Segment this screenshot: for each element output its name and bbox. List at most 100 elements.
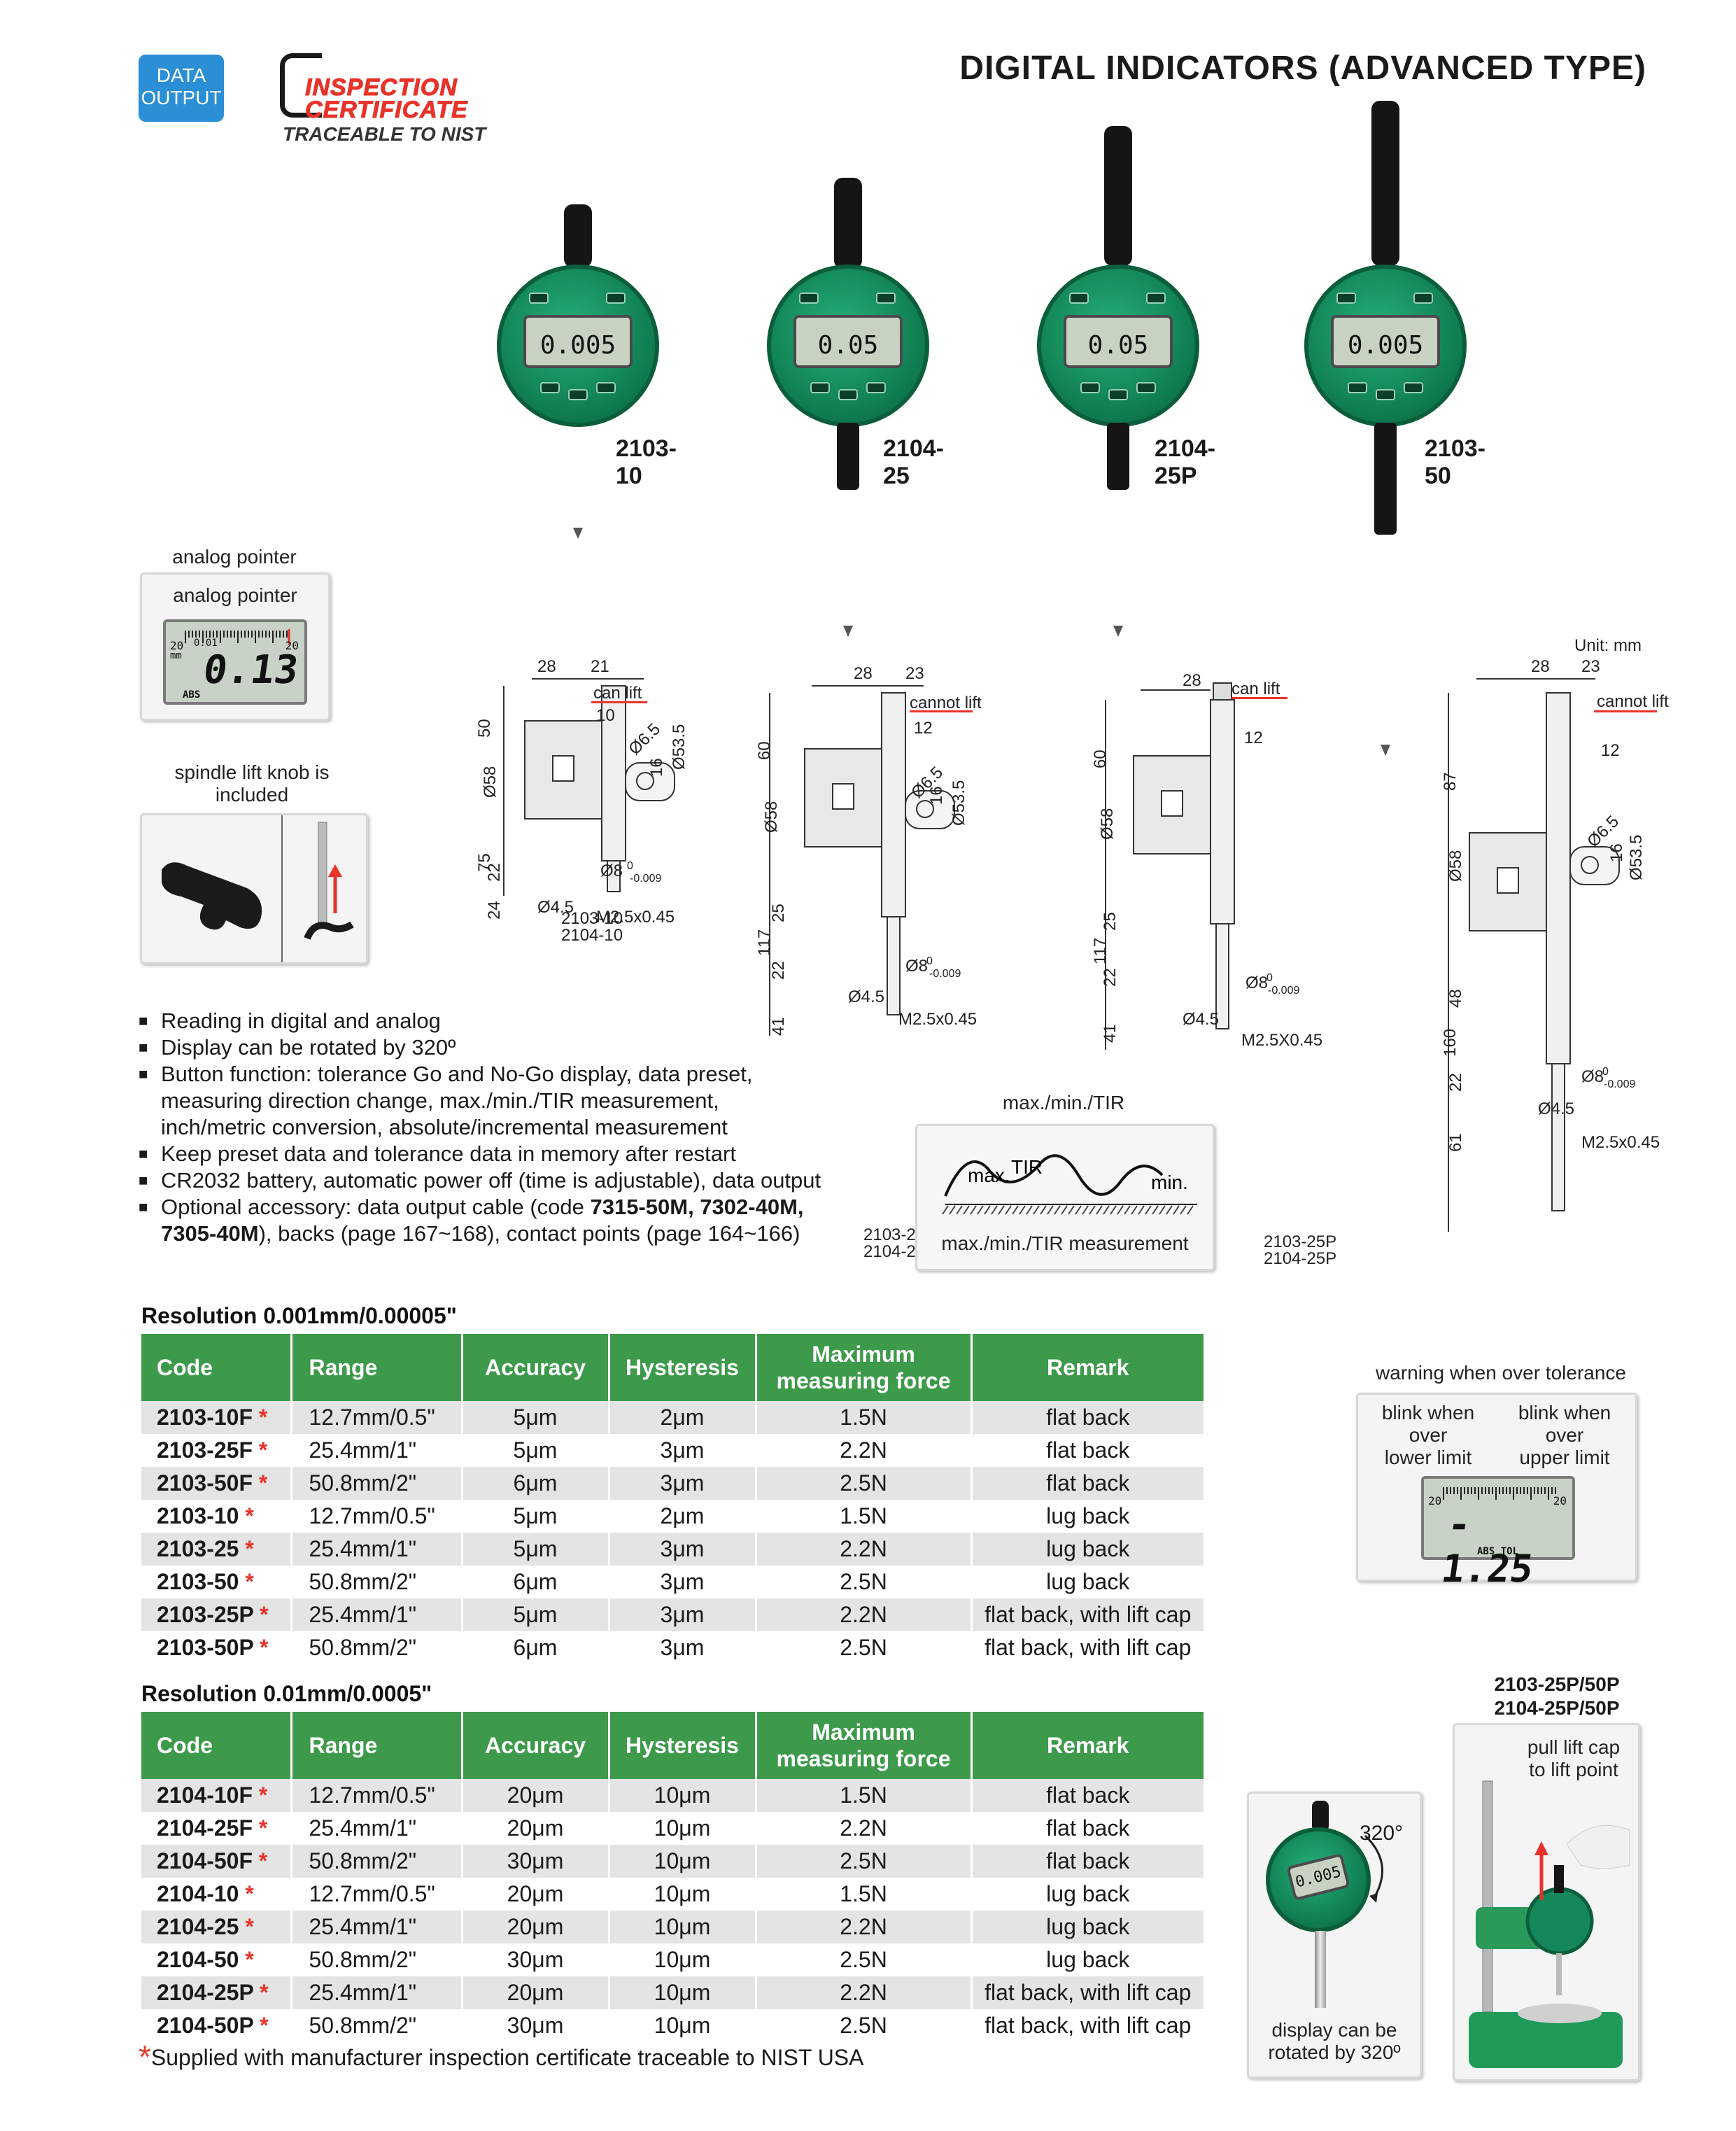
- rotate-stem-top-icon: [1312, 1801, 1329, 1831]
- cell-remark: lug back: [971, 1566, 1204, 1598]
- cell-force: 2.2N: [756, 1812, 973, 1845]
- certificate-star-icon: *: [252, 1405, 268, 1430]
- dimension-label: Ø58: [762, 801, 781, 833]
- indicator-button-icon: [1080, 382, 1100, 393]
- cell-remark: flat back: [971, 1401, 1204, 1434]
- page-title: DIGITAL INDICATORS (ADVANCED TYPE): [959, 50, 1646, 87]
- dimension-label: 75: [475, 853, 494, 872]
- cell-range: 25.4mm/1": [291, 1976, 463, 2009]
- dimension-label: 21: [591, 657, 609, 676]
- cell-code: 2104-25 *: [141, 1911, 292, 1943]
- cell-remark: flat back, with lift cap: [971, 1976, 1204, 2009]
- analog-pointer-inner-caption: analog pointer: [173, 584, 297, 606]
- dimension-label: -0.009: [1268, 985, 1299, 997]
- indicator-sleeve-icon: [837, 423, 859, 490]
- indicator-contact-point-icon: [1113, 626, 1123, 637]
- cell-force: 1.5N: [756, 1500, 973, 1533]
- cell-force: 1.5N: [756, 1878, 973, 1911]
- dimension-label: 0: [1602, 1066, 1609, 1078]
- badge-line-2: OUTPUT: [141, 87, 222, 108]
- dimension-label: 28: [1183, 671, 1201, 690]
- cell-accuracy: 20μm: [462, 1911, 610, 1943]
- cell-range: 12.7mm/0.5": [291, 1500, 463, 1533]
- scale-right-label: 20: [285, 639, 299, 652]
- drawing-model-label: 2104-25P: [1264, 1249, 1336, 1268]
- dimension-label: Ø4.5: [537, 898, 574, 917]
- lift-cap-caption: pull lift cap to lift point: [1511, 1736, 1637, 1781]
- cell-range: 25.4mm/1": [291, 1598, 463, 1631]
- cell-accuracy: 5μm: [462, 1500, 610, 1533]
- certificate-star-icon: *: [252, 1470, 268, 1496]
- indicator-lcd-reading: 0.05: [1064, 315, 1173, 368]
- cell-code: 2103-50 *: [141, 1566, 292, 1598]
- lower-limit-caption: blink when over lower limit: [1365, 1402, 1491, 1469]
- product-model-label: 2104-25: [883, 435, 944, 489]
- upper-limit-line-3: upper limit: [1519, 1447, 1610, 1468]
- lift-knob-caption: spindle lift knob is included: [140, 761, 364, 806]
- analog-pointer-caption: analog pointer: [172, 546, 297, 568]
- dimension-label: 50: [475, 719, 494, 738]
- indicator-dial-icon: 0.05: [767, 265, 929, 427]
- dimension-label: 22: [1446, 1073, 1465, 1092]
- lift-knob-image: [140, 813, 368, 964]
- cell-force: 2.2N: [756, 1911, 973, 1943]
- dimension-label: 10: [596, 706, 615, 725]
- header-accuracy: Accuracy: [462, 1334, 610, 1401]
- lower-limit-line-2: over: [1409, 1424, 1448, 1446]
- rotate-caption-line-1: display can be: [1271, 2019, 1397, 2041]
- feature-item: CR2032 battery, automatic power off (tim…: [139, 1167, 908, 1194]
- cell-force: 2.2N: [756, 1434, 973, 1467]
- cell-remark: lug back: [971, 1911, 1204, 1943]
- dimension-label: 28: [1531, 657, 1550, 676]
- cell-code: 2103-50P *: [141, 1631, 292, 1664]
- indicator-button-icon: [596, 382, 616, 393]
- can-lift-underline-1: [591, 701, 647, 703]
- dimension-label: 25: [769, 903, 788, 922]
- analog-pointer-lcd: 20 mm 20 0.01 0.13 ABS: [163, 619, 307, 705]
- cell-hysteresis: 3μm: [609, 1631, 757, 1664]
- abs-tol-indicator: ABS TOL: [1477, 1546, 1519, 1557]
- tir-inner-caption: max./min./TIR measurement: [941, 1232, 1189, 1254]
- cell-code: 2104-50 *: [141, 1943, 292, 1976]
- rotation-arrow-icon: [1364, 1834, 1383, 1903]
- cell-accuracy: 6μm: [462, 1631, 610, 1664]
- cell-hysteresis: 3μm: [609, 1566, 757, 1598]
- indicator-sleeve-icon: [1374, 423, 1397, 535]
- dimension-label: 117: [1091, 938, 1110, 964]
- certificate-star-icon: *: [252, 1848, 268, 1873]
- dimension-label: M2.5x0.45: [898, 1010, 977, 1029]
- warning-lcd: 20 20 - 1.25 ABS TOL: [1421, 1476, 1575, 1591]
- cell-code: 2103-10 *: [141, 1500, 292, 1533]
- indicator-button-icon: [810, 382, 830, 393]
- indicator-button-icon: [568, 389, 588, 400]
- product-model-label: 2104-25P: [1155, 435, 1215, 489]
- dimension-label: Ø58: [1446, 850, 1465, 882]
- drawing-model-label: 2103-10: [561, 909, 623, 928]
- abs-indicator: ABS: [183, 689, 201, 701]
- dimension-label: 48: [1446, 989, 1465, 1008]
- certificate-star-icon: *: [252, 1437, 268, 1463]
- cell-code: 2103-25P *: [141, 1598, 292, 1631]
- indicator-lcd-reading: 0.005: [523, 315, 633, 368]
- dimension-label: Ø53.5: [950, 780, 968, 826]
- certificate-star-icon: *: [253, 1602, 269, 1627]
- certificate-star-icon: *: [239, 1881, 254, 1906]
- tir-min-label: min.: [1151, 1172, 1188, 1193]
- drawing-2103-10: [503, 678, 675, 896]
- product-model-label: 2103-50: [1425, 435, 1486, 489]
- header-remark: Remark: [971, 1712, 1204, 1779]
- dimension-label: can lift: [1232, 680, 1280, 698]
- cell-range: 25.4mm/1": [291, 1533, 463, 1566]
- drawing-2104-25: [769, 685, 955, 1036]
- dimension-label: can lift: [593, 684, 642, 703]
- indicator-button-icon: [1108, 389, 1128, 400]
- indicator-dial-icon: 0.05: [1037, 265, 1199, 427]
- dimension-label: Ø4.5: [848, 987, 884, 1006]
- dimension-label: M2.5x0.45: [596, 908, 675, 927]
- cell-remark: lug back: [971, 1500, 1204, 1533]
- cell-range: 25.4mm/1": [291, 1434, 463, 1467]
